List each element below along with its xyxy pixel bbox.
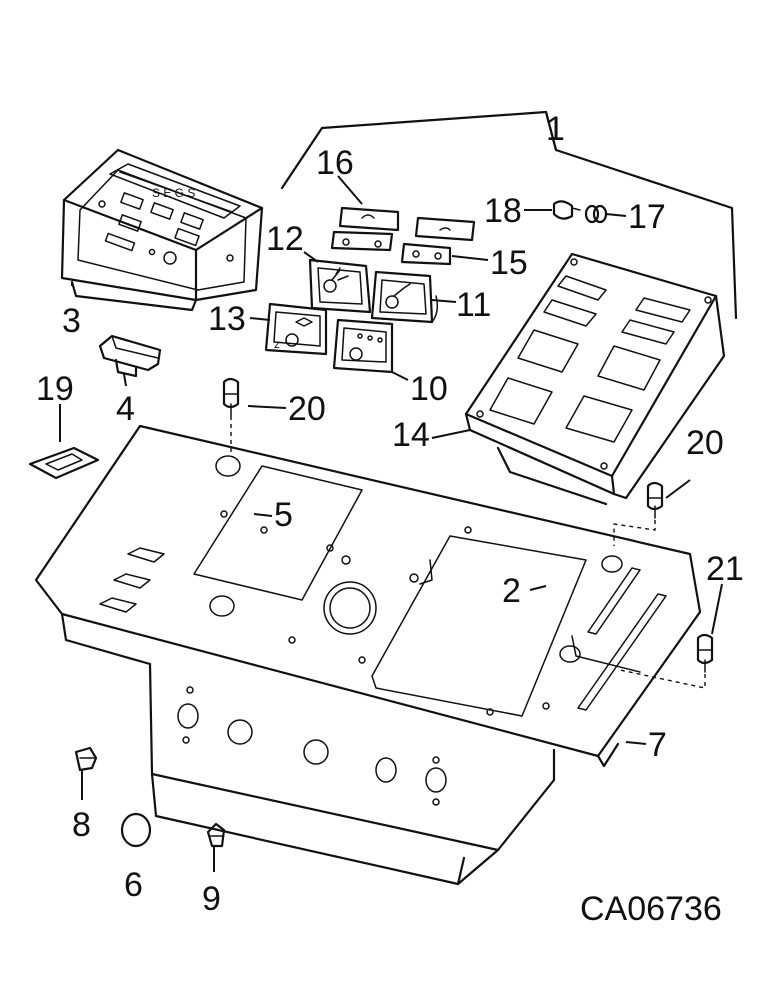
callout-4: 4 <box>116 390 135 428</box>
callout-9: 9 <box>202 880 221 918</box>
callout-1: 1 <box>546 110 565 148</box>
screw-20-right <box>646 481 664 519</box>
callout-12: 12 <box>266 220 304 258</box>
callout-14: 14 <box>392 416 430 454</box>
assembly-bracket-1 <box>280 110 738 320</box>
callout-2: 2 <box>502 572 521 610</box>
callout-17: 17 <box>628 198 666 236</box>
screw-21 <box>696 633 714 673</box>
callout-11: 11 <box>456 286 491 324</box>
leader-lines <box>81 175 723 872</box>
callout-15: 15 <box>490 244 528 282</box>
switch-plate-15 <box>330 230 452 266</box>
screw-20-left <box>222 377 240 417</box>
callout-13: 13 <box>208 300 246 338</box>
callout-21: 21 <box>706 550 744 588</box>
callout-6: 6 <box>124 866 143 904</box>
clip-part-8 <box>74 746 98 772</box>
callout-10: 10 <box>410 370 448 408</box>
switch-part-19 <box>28 446 100 480</box>
main-panel-7 <box>34 424 702 886</box>
gauge-10 <box>332 318 394 374</box>
gauge-11 <box>370 270 439 324</box>
gauge-13: z <box>264 302 328 356</box>
callout-7: 7 <box>648 726 667 764</box>
grommet-part-6 <box>120 812 152 848</box>
switch-plate-16 <box>338 206 476 242</box>
gauge-letters: S E G S <box>152 186 195 200</box>
callout-18: 18 <box>484 192 522 230</box>
callout-19: 19 <box>36 370 74 408</box>
drawing-code: CA06736 <box>580 890 722 928</box>
callout-5: 5 <box>274 496 293 534</box>
clip-part-9 <box>206 822 226 848</box>
callout-20-left: 20 <box>288 390 326 428</box>
callout-8: 8 <box>72 806 91 844</box>
instrument-cluster-3: S E G S <box>60 148 264 312</box>
svg-text:z: z <box>274 337 280 351</box>
socket-17 <box>584 204 608 224</box>
callout-20-right: 20 <box>686 424 724 462</box>
gauge-12 <box>308 258 372 314</box>
indicator-housing-14 <box>464 252 726 506</box>
callout-16: 16 <box>316 144 354 182</box>
callout-3: 3 <box>62 302 81 340</box>
bulb-18 <box>552 200 581 220</box>
clip-part-4 <box>98 334 162 378</box>
